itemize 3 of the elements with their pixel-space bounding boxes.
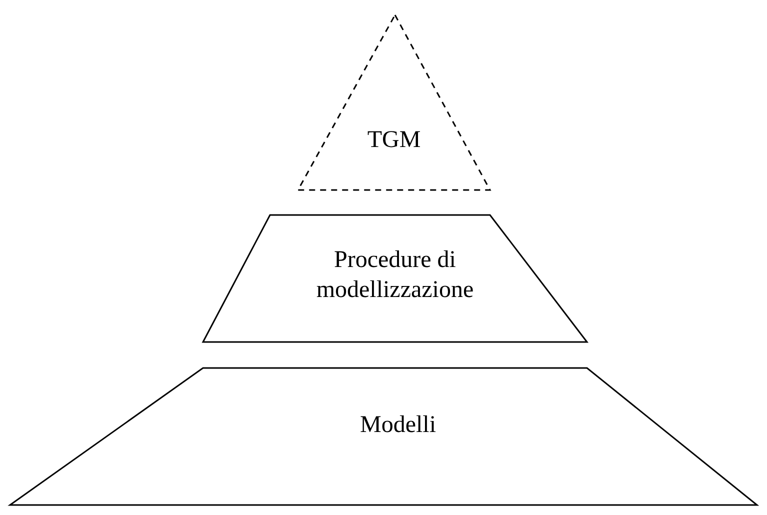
tier-label: TGM [366, 126, 422, 155]
tier-label: Modelli [359, 411, 437, 440]
tier-label: Procedure di modellizzazione [315, 246, 475, 305]
